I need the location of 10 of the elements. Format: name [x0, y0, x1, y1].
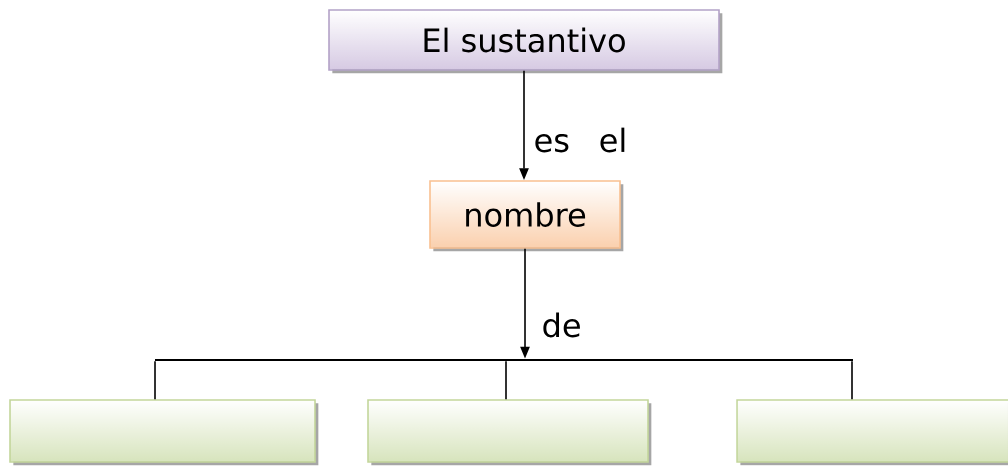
connector-line — [851, 360, 853, 400]
concept-box: nombre — [429, 180, 624, 252]
empty-box — [9, 399, 319, 466]
connector-line — [505, 360, 507, 400]
empty-box — [736, 399, 1008, 466]
edge-label: es el — [535, 127, 625, 153]
empty-box — [367, 399, 652, 466]
concept-box: El sustantivo — [328, 9, 723, 74]
edge-label: de — [543, 312, 580, 338]
connector-line — [154, 360, 156, 400]
